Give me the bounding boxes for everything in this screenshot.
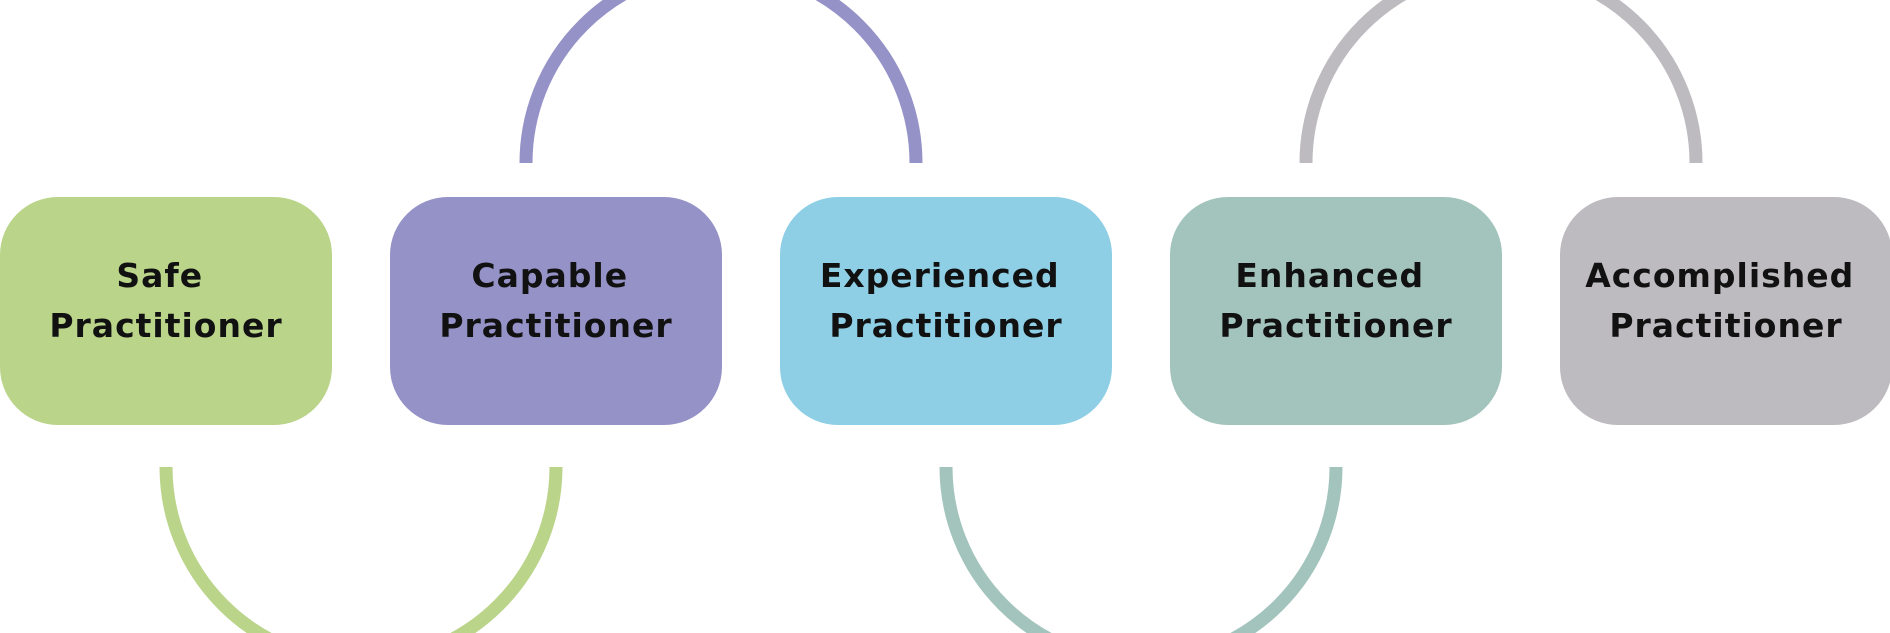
stage-accomplished-practitioner: Accomplished Practitioner bbox=[1560, 197, 1890, 425]
stage-layer: Safe Practitioner Capable Practitioner E… bbox=[0, 197, 1890, 425]
stage-label-line1: Safe bbox=[116, 256, 203, 295]
connector-capable-experienced bbox=[519, 0, 923, 164]
stage-label-line1: Capable bbox=[471, 256, 628, 295]
stage-label-line1: Accomplished bbox=[1585, 256, 1854, 295]
stage-safe-practitioner: Safe Practitioner bbox=[0, 197, 332, 425]
stage-label-line2: Practitioner bbox=[439, 306, 672, 345]
stage-label-line1: Experienced bbox=[820, 256, 1060, 295]
stage-label: Enhanced Practitioner bbox=[1219, 256, 1452, 345]
stage-box bbox=[0, 197, 332, 425]
stage-box bbox=[390, 197, 722, 425]
connector-safe-capable bbox=[159, 466, 563, 633]
stage-box bbox=[1560, 197, 1890, 425]
stage-experienced-practitioner: Experienced Practitioner bbox=[780, 197, 1112, 425]
stage-label-line2: Practitioner bbox=[1609, 306, 1842, 345]
stage-label-line2: Practitioner bbox=[829, 306, 1062, 345]
stage-box bbox=[780, 197, 1112, 425]
stage-label-line2: Practitioner bbox=[1219, 306, 1452, 345]
stage-capable-practitioner: Capable Practitioner bbox=[390, 197, 722, 425]
connector-enhanced-accomplished bbox=[1299, 0, 1703, 164]
stage-label: Accomplished Practitioner bbox=[1585, 256, 1867, 345]
stage-enhanced-practitioner: Enhanced Practitioner bbox=[1170, 197, 1502, 425]
connector-layer bbox=[159, 0, 1703, 633]
connector-experienced-enhanced bbox=[939, 466, 1343, 633]
stage-label: Safe Practitioner bbox=[49, 256, 282, 345]
stage-label-line2: Practitioner bbox=[49, 306, 282, 345]
stage-label-line1: Enhanced bbox=[1235, 256, 1424, 295]
stage-label: Experienced Practitioner bbox=[820, 256, 1072, 345]
stage-label: Capable Practitioner bbox=[439, 256, 672, 345]
stage-box bbox=[1170, 197, 1502, 425]
